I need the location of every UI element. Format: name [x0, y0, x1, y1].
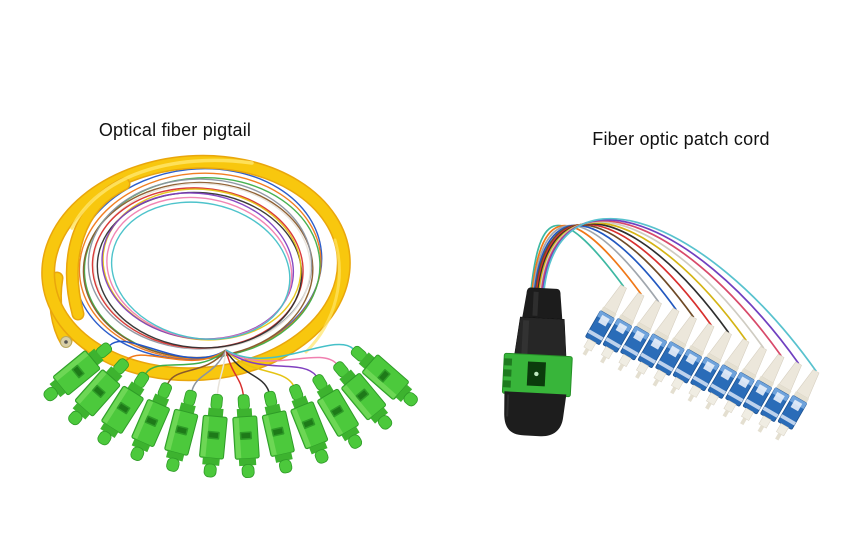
pigtail-fiber-strand	[191, 349, 227, 391]
sc-connector	[164, 389, 199, 472]
coiled-fiber-strand	[110, 201, 291, 340]
coiled-fiber-strand	[87, 178, 313, 350]
pigtail-photo	[41, 154, 418, 479]
pigtail-fiber-strand	[125, 349, 227, 362]
sc-connector	[232, 394, 260, 479]
lc-connector	[687, 330, 732, 403]
patch-fiber-strand	[541, 218, 800, 365]
lc-connector	[652, 315, 697, 387]
lc-connector	[722, 346, 767, 418]
sc-connector	[199, 393, 228, 478]
lc-connectors	[582, 284, 820, 441]
pigtail-connectors	[43, 342, 418, 479]
pigtail-fiber-strand	[109, 340, 227, 359]
patch-cord-photo	[501, 217, 820, 441]
pigtail-fiber-strand	[225, 349, 270, 392]
sc-connector	[261, 390, 295, 474]
pigtail-fiber-strand	[225, 349, 337, 365]
lc-connector	[705, 338, 750, 410]
sc-connector	[333, 361, 393, 430]
lc-connector	[775, 369, 820, 441]
patch-fiber-strand	[535, 223, 712, 326]
patch-fiber-strand	[542, 217, 817, 372]
pigtail-fiber-strand	[216, 349, 227, 395]
lc-connector	[757, 361, 802, 433]
pigtail-cable	[41, 154, 351, 382]
pigtail-fiber-strand	[167, 349, 227, 384]
lc-connector	[635, 307, 680, 379]
patch-cord-fibers	[529, 217, 817, 372]
lc-connector	[582, 284, 627, 356]
patch-fiber-strand	[537, 222, 747, 341]
lc-connector	[617, 299, 662, 372]
patch-fiber-strand	[539, 220, 782, 357]
sc-connector	[130, 382, 172, 461]
lc-connector	[600, 292, 645, 364]
coiled-fiber-strand	[96, 191, 303, 349]
pigtail-fiber-strand	[225, 343, 354, 360]
patch-fiber-strand	[530, 225, 642, 301]
pigtail-label: Optical fiber pigtail	[98, 120, 252, 140]
patch-fiber-strand	[529, 224, 625, 301]
pigtail-fiber-strand	[145, 349, 227, 375]
sc-connector	[350, 345, 418, 407]
lc-connector	[670, 323, 715, 395]
sc-connector	[68, 358, 129, 426]
lc-connector	[740, 353, 785, 426]
pigtail-fiber-coil	[73, 167, 323, 361]
patch-fiber-strand	[538, 221, 765, 349]
pigtail-fiber-strand	[225, 349, 295, 386]
pigtail-fanout-fibers	[109, 340, 354, 395]
sc-connector	[43, 342, 113, 402]
pigtail-fiber-strand	[225, 349, 245, 395]
pigtail-fiber-strand	[225, 349, 317, 377]
sc-connector	[289, 384, 329, 464]
sc-connector	[97, 371, 150, 446]
mpo-connector	[501, 287, 573, 437]
patch-fiber-strand	[536, 222, 730, 334]
patch-cord-label: Fiber optic patch cord	[592, 129, 770, 149]
sc-connector	[312, 374, 363, 449]
